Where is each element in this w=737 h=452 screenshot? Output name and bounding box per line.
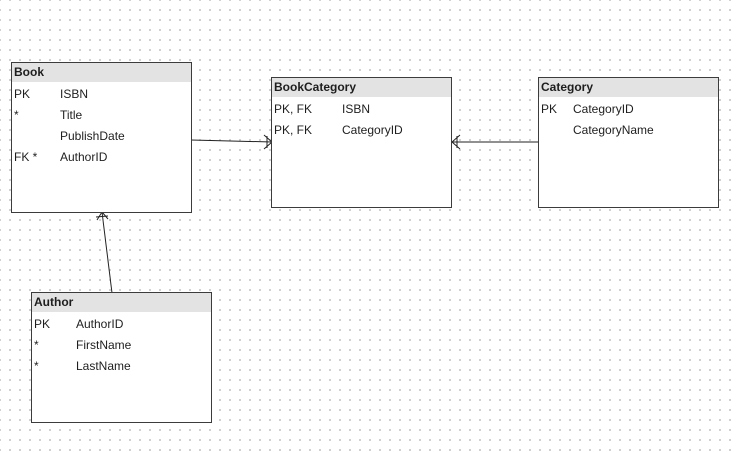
entity-title: Author: [32, 293, 211, 312]
crows-foot-bar: [95, 215, 109, 218]
crows-foot-icon: [451, 134, 461, 150]
attribute-list: PK CategoryID CategoryName: [539, 97, 718, 141]
attribute-row[interactable]: PK AuthorID: [32, 314, 211, 335]
attribute-list: PK ISBN * Title PublishDate FK * AuthorI…: [12, 82, 191, 168]
entity-author[interactable]: Author PK AuthorID * FirstName * LastNam…: [31, 292, 212, 423]
attribute-name: AuthorID: [76, 317, 124, 331]
attribute-row[interactable]: CategoryName: [539, 120, 718, 141]
attribute-row[interactable]: * FirstName: [32, 335, 211, 356]
relationship-author-book: [95, 211, 113, 294]
attribute-name: LastName: [76, 359, 131, 373]
entity-bookcategory[interactable]: BookCategory PK, FK ISBN PK, FK Category…: [271, 77, 452, 208]
entity-title: Category: [539, 78, 718, 97]
attribute-name: CategoryID: [342, 123, 403, 137]
attribute-key: PK: [34, 317, 51, 331]
attribute-row[interactable]: * LastName: [32, 356, 211, 377]
attribute-key: PK, FK: [274, 102, 313, 116]
attribute-row[interactable]: PublishDate: [12, 126, 191, 147]
attribute-row[interactable]: * Title: [12, 105, 191, 126]
attribute-name: CategoryName: [573, 123, 654, 137]
attribute-key: *: [34, 338, 39, 352]
entity-title: Book: [12, 63, 191, 82]
attribute-key: PK: [14, 87, 31, 101]
crows-foot-icon: [96, 211, 109, 221]
relationship-category-bookcategory: [451, 134, 539, 150]
attribute-list: PK AuthorID * FirstName * LastName: [32, 312, 211, 377]
attribute-name: AuthorID: [60, 150, 108, 164]
attribute-row[interactable]: PK, FK CategoryID: [272, 120, 451, 141]
attribute-key: PK: [541, 102, 558, 116]
entity-category[interactable]: Category PK CategoryID CategoryName: [538, 77, 719, 208]
attribute-name: Title: [60, 108, 83, 122]
relationship-book-bookcategory: [190, 134, 273, 150]
attribute-name: CategoryID: [573, 102, 634, 116]
entity-book[interactable]: Book PK ISBN * Title PublishDate FK * Au…: [11, 62, 192, 213]
attribute-name: PublishDate: [60, 129, 125, 143]
attribute-row[interactable]: FK * AuthorID: [12, 147, 191, 168]
attribute-row[interactable]: PK, FK ISBN: [272, 99, 451, 120]
entity-title: BookCategory: [272, 78, 451, 97]
attribute-row[interactable]: PK ISBN: [12, 84, 191, 105]
attribute-key: *: [14, 108, 19, 122]
attribute-key: *: [34, 359, 39, 373]
attribute-name: ISBN: [342, 102, 371, 116]
attribute-name: FirstName: [76, 338, 132, 352]
attribute-key: FK *: [14, 150, 38, 164]
attribute-name: ISBN: [60, 87, 89, 101]
attribute-key: PK, FK: [274, 123, 313, 137]
attribute-row[interactable]: PK CategoryID: [539, 99, 718, 120]
attribute-list: PK, FK ISBN PK, FK CategoryID: [272, 97, 451, 141]
